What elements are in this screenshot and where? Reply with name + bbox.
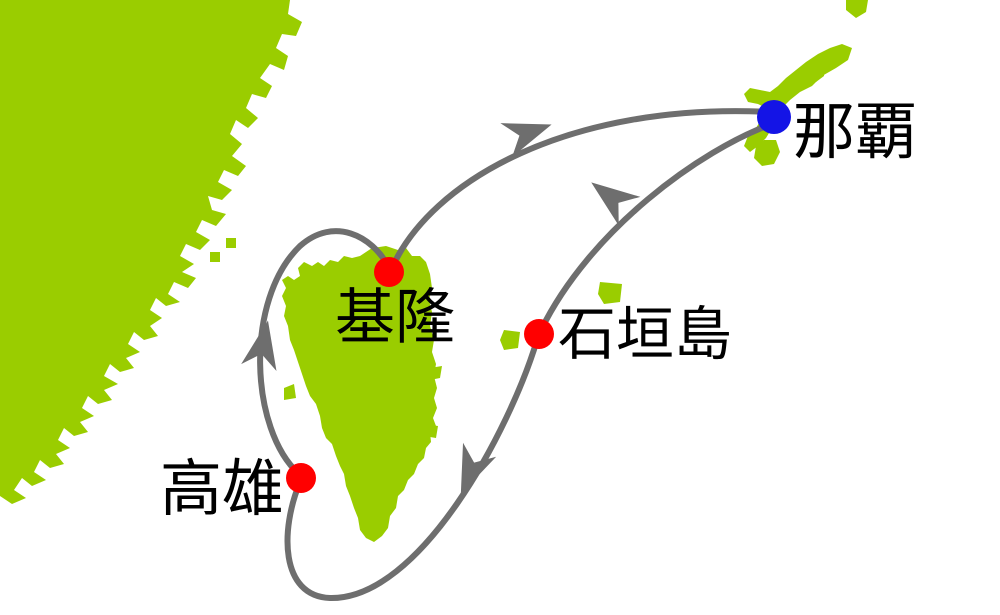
port-marker-keelung[interactable] [374,257,404,287]
landmass-islet-ishigaki-sw [500,330,520,350]
route-ishigaki-to-kaohsiung[interactable] [284,337,540,602]
port-marker-ishigaki[interactable] [524,319,554,349]
port-marker-kaohsiung[interactable] [286,463,316,493]
route-arrow-ishigaki-to-kaohsiung [460,442,497,494]
route-arrow-keelung-to-naha [500,123,552,158]
port-marker-layer [286,100,791,493]
port-label-kaohsiung: 高雄 [160,452,285,525]
landmass-layer [0,0,868,542]
route-arrow-kaohsiung-to-keelung [241,320,277,372]
landmass-islet-north [846,0,868,18]
landmass-mainland-china [0,0,302,504]
route-kaohsiung-to-keelung[interactable] [257,228,391,477]
landmass-taiwan [282,246,437,542]
landmass-okinawa-tail [754,140,780,166]
route-layer [257,108,775,602]
landmass-islet-penghu2 [210,252,220,262]
landmass-islet-penghu [226,238,236,248]
port-label-naha: 那覇 [793,95,918,168]
landmass-islet-north2 [812,56,826,82]
landmass-taiwan-east-notch [430,366,442,380]
route-arrow-layer [241,123,641,494]
landmass-taiwan-east-notch2 [424,424,438,438]
port-label-ishigaki: 石垣島 [558,300,733,368]
landmass-taiwan-west-notch [284,384,296,400]
landmass-islet-ishigaki-ne [598,282,622,304]
route-arrow-naha-to-ishigaki [591,182,641,226]
port-marker-naha[interactable] [757,100,791,134]
route-keelung-to-naha[interactable] [388,108,773,273]
route-naha-to-ishigaki[interactable] [538,121,775,333]
port-label-keelung: 基隆 [335,283,455,353]
